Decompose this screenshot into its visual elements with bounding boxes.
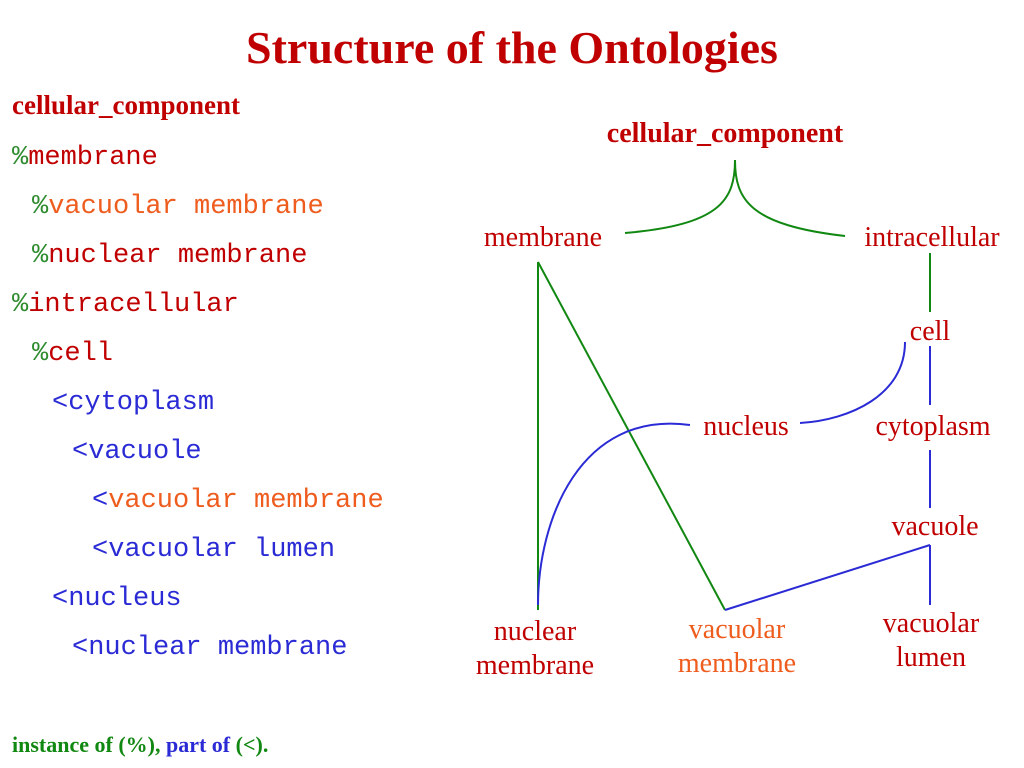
- edge-vacuole-vacuolar-membrane: [724, 544, 931, 611]
- tree-line-membrane: %membrane: [12, 145, 158, 172]
- tree-line-cytoplasm: <cytoplasm: [52, 390, 214, 417]
- tree-label-membrane: membrane: [28, 143, 158, 173]
- part-symbol: <: [92, 486, 109, 516]
- legend-part-of: part of: [165, 732, 231, 757]
- part-symbol: <: [92, 535, 109, 565]
- tree-label-vacuole: vacuole: [88, 437, 202, 467]
- part-symbol: <: [72, 437, 89, 467]
- instance-symbol: %: [32, 339, 49, 369]
- node-cytoplasm: cytoplasm: [875, 411, 991, 442]
- instance-symbol: %: [32, 241, 49, 271]
- legend-part-of-symbol: (<).: [230, 732, 269, 757]
- edge-root-intracellular: [734, 159, 846, 237]
- legend: instance of (%), part of (<).: [12, 732, 268, 758]
- node-vacuolar-lumen-line1: vacuolar: [882, 608, 980, 639]
- node-nucleus: nucleus: [703, 411, 789, 442]
- tree-line-intracellular: %intracellular: [12, 292, 239, 319]
- node-vacuolar-membrane-line2: membrane: [677, 647, 797, 679]
- tree-line-cell: %cell: [32, 341, 113, 368]
- tree-label-intracellular: intracellular: [28, 290, 239, 320]
- node-vacuolar-lumen-line2: lumen: [896, 641, 966, 673]
- node-nuclear-membrane-line2: membrane: [475, 649, 595, 681]
- node-vacuole: vacuole: [891, 511, 979, 542]
- part-symbol: <: [52, 388, 69, 418]
- tree-root-label: cellular_component: [12, 90, 240, 120]
- node-nuclear-membrane-line1: nuclear: [493, 616, 577, 647]
- node-vacuolar-lumen: vacuolar lumen: [866, 607, 996, 674]
- edge-root-membrane: [624, 159, 736, 234]
- tree-line-vacuolar-membrane: %vacuolar membrane: [32, 194, 324, 221]
- tree-line-vacuolar-lumen: <vacuolar lumen: [92, 537, 335, 564]
- edge-cell-nucleus: [799, 341, 906, 424]
- tree-line-nuclear-membrane: %nuclear membrane: [32, 243, 307, 270]
- instance-symbol: %: [12, 143, 29, 173]
- node-vacuolar-membrane: vacuolar membrane: [660, 613, 814, 680]
- node-vacuolar-membrane-line1: vacuolar: [688, 614, 786, 645]
- edge-membrane-vacuolar-membrane: [537, 261, 726, 611]
- part-symbol: <: [72, 633, 89, 663]
- part-symbol: <: [52, 584, 69, 614]
- tree-label-vacuolar-membrane-part: vacuolar membrane: [108, 486, 384, 516]
- tree-label-nuclear-membrane: nuclear membrane: [48, 241, 308, 271]
- node-cellular-component: cellular_component: [606, 118, 844, 149]
- legend-instance-of: instance of (%),: [12, 732, 161, 757]
- tree-label-nucleus: nucleus: [68, 584, 182, 614]
- slide-title: Structure of the Ontologies: [246, 22, 778, 73]
- tree-label-nuclear-membrane-part: nuclear membrane: [88, 633, 348, 663]
- node-membrane: membrane: [483, 222, 603, 253]
- tree-line-nucleus: <nucleus: [52, 586, 182, 613]
- tree-line-vacuolar-membrane-part: <vacuolar membrane: [92, 488, 384, 515]
- node-cell: cell: [909, 316, 951, 347]
- tree-line-vacuole: <vacuole: [72, 439, 202, 466]
- tree-label-vacuolar-membrane: vacuolar membrane: [48, 192, 324, 222]
- tree-line-nuclear-membrane-part: <nuclear membrane: [72, 635, 347, 662]
- tree-label-vacuolar-lumen: vacuolar lumen: [108, 535, 336, 565]
- tree-label-cytoplasm: cytoplasm: [68, 388, 215, 418]
- instance-symbol: %: [32, 192, 49, 222]
- edge-nucleus-nuclear-membrane: [537, 422, 691, 606]
- node-intracellular: intracellular: [864, 222, 1000, 253]
- instance-symbol: %: [12, 290, 29, 320]
- node-nuclear-membrane: nuclear membrane: [460, 615, 610, 682]
- tree-label-cell: cell: [48, 339, 114, 369]
